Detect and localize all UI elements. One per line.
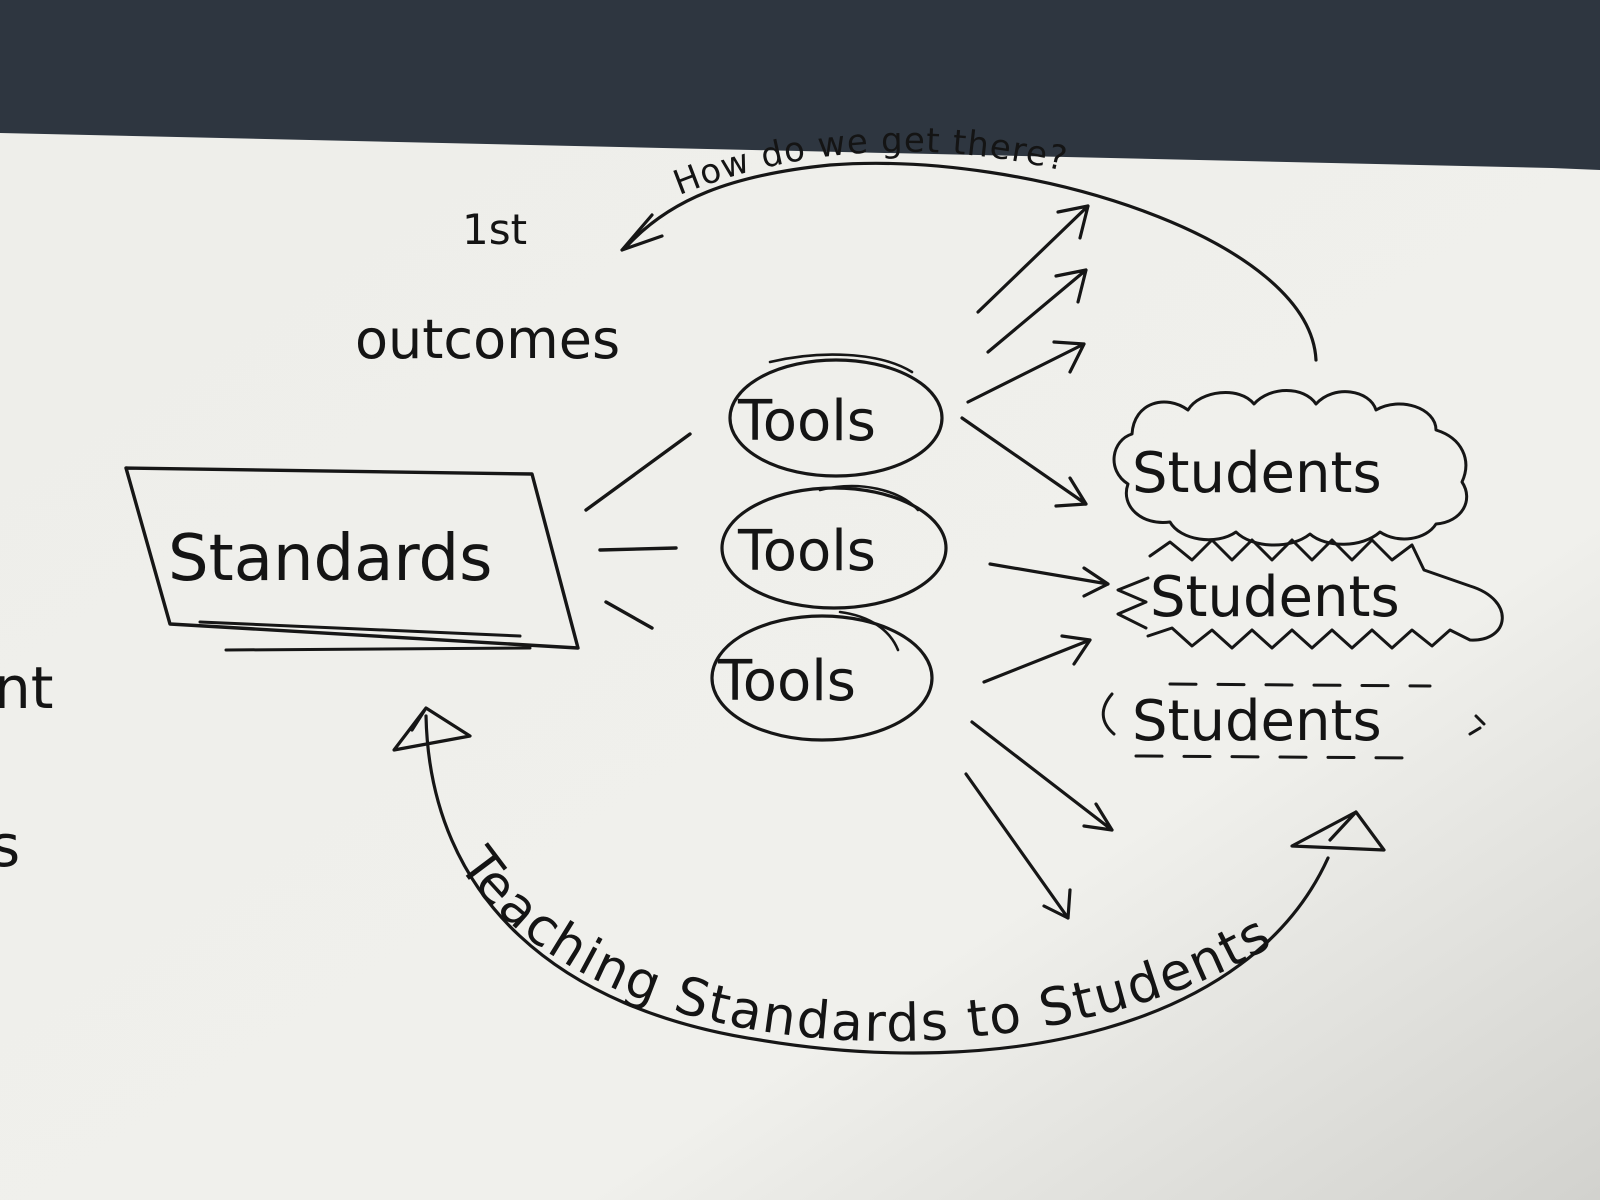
standards-to-tools-line-2: [598, 546, 678, 552]
up-arrow-1: [976, 204, 1090, 314]
down-arrow-2: [964, 772, 1072, 920]
students-3-right-mark: [1468, 714, 1486, 736]
arrow-to-students-1: [960, 416, 1088, 508]
bottom-arc-arrow: [424, 714, 1330, 1055]
arrow-to-students-2: [988, 562, 1110, 598]
tools-oval-3-stroke: [838, 610, 900, 652]
students-label-2: Students: [1150, 565, 1400, 630]
students-label-1: Students: [1132, 441, 1382, 506]
tools-oval-1: [728, 358, 944, 478]
tools-label-3: Tools: [717, 649, 856, 714]
top-arc-arrow: [626, 161, 1318, 362]
first-label: 1st: [462, 205, 527, 254]
standards-underline-1: [198, 620, 522, 638]
arrow-to-students-3: [982, 634, 1092, 684]
students-cloud-1: [1112, 389, 1469, 547]
up-arrow-2: [986, 268, 1088, 354]
bottom-arc-arrowhead-right: [1290, 810, 1386, 852]
students-3-top-dash: [1168, 682, 1432, 688]
standards-to-tools-line-1: [584, 432, 692, 512]
tools-label-1: Tools: [737, 389, 876, 454]
outcomes-label: outcomes: [355, 308, 620, 371]
bottom-arc-arrowhead-left: [392, 706, 472, 752]
cut-text-1: nt: [0, 654, 54, 722]
standards-underline-2: [224, 646, 532, 652]
standards-to-tools-line-3: [604, 600, 654, 630]
down-arrow-1: [970, 720, 1114, 832]
standards-label: Standards: [168, 522, 493, 596]
students-zigzag-2: [1146, 538, 1504, 650]
tools-oval-3: [710, 614, 934, 742]
students-zigzag-2-left: [1116, 576, 1150, 630]
students-3-bottom-dash: [1134, 754, 1422, 760]
tools-oval-1-stroke: [768, 353, 914, 374]
standards-box: [124, 466, 580, 650]
top-arc-arrowhead: [620, 213, 664, 252]
tools-oval-2-stroke: [818, 484, 920, 512]
cut-text-2: s: [0, 812, 20, 880]
students-label-3: Students: [1132, 689, 1382, 754]
tools-label-2: Tools: [737, 519, 876, 584]
students-3-left-paren: [1101, 692, 1116, 736]
up-arrow-3: [966, 340, 1086, 404]
